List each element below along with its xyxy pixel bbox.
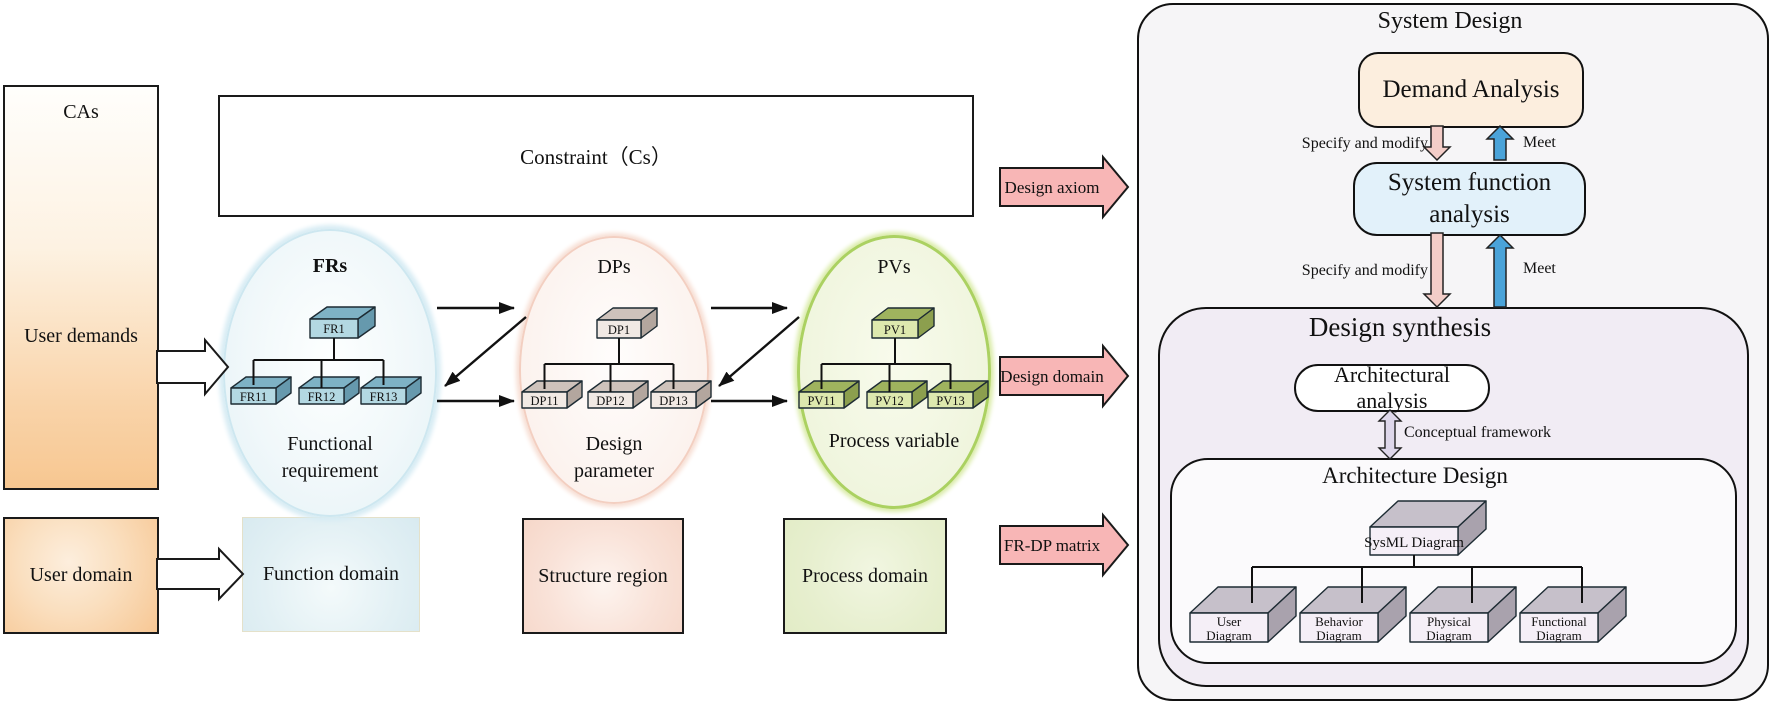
cas-box: CAs User demands: [3, 85, 159, 490]
process-domain-label: Process domain: [801, 564, 929, 587]
fr-dp-matrix-arrow: FR-DP matrix: [999, 512, 1130, 578]
system-design-title: System Design: [1377, 8, 1523, 34]
specify-and-modify-label-2: Specify and modify: [1301, 262, 1428, 279]
cas-to-fr-arrow: [156, 337, 230, 397]
specify-and-modify-label-1: Specify and modify: [1301, 135, 1428, 152]
cas-title: CAs: [63, 101, 99, 123]
function-domain-label: Function domain: [262, 563, 400, 585]
conceptual-framework-label: Conceptual framework: [1404, 424, 1552, 441]
architectural-analysis-pill: Architectural analysis: [1294, 362, 1490, 413]
fr-ellipse: FRs Functional requirement: [223, 229, 437, 517]
svg-text:Design axiom: Design axiom: [1005, 178, 1100, 197]
svg-text:FR-DP matrix: FR-DP matrix: [1004, 536, 1101, 555]
structure-region-label: Structure region: [538, 564, 668, 587]
dp-title: DPs: [597, 256, 631, 278]
pv-title: PVs: [877, 256, 911, 278]
meet-label-2: Meet: [1523, 260, 1556, 277]
process-domain-box: Process domain: [783, 518, 947, 634]
demand-analysis-box: Demand Analysis: [1358, 52, 1584, 128]
dp-ellipse: DPs Design parameter: [519, 236, 709, 504]
architecture-design-title: Architecture Design: [1322, 463, 1508, 488]
pv-caption: Process variable: [828, 430, 960, 452]
pv-ellipse: PVs Process variable: [797, 235, 991, 509]
user-domain-label: User domain: [29, 564, 133, 586]
meet-label-1: Meet: [1523, 134, 1556, 151]
design-axiom-arrow: Design axiom: [999, 154, 1130, 220]
structure-region-box: Structure region: [522, 518, 684, 634]
svg-text:Design domain: Design domain: [1000, 367, 1104, 386]
user-domain-box: User domain: [3, 517, 159, 634]
fr-title: FRs: [312, 255, 348, 277]
user-demands-label: User demands: [24, 325, 138, 347]
constraint-box: Constraint（Cs）: [218, 95, 974, 217]
dp-caption: Design parameter: [574, 433, 654, 482]
constraint-label: Constraint（Cs）: [520, 145, 672, 169]
function-domain-box: Function domain: [242, 517, 420, 632]
user-to-function-arrow: [156, 546, 245, 602]
dp-pv-zigzag-arrows: [711, 302, 800, 407]
fr-dp-zigzag-arrows: [437, 302, 527, 407]
design-synthesis-title: Design synthesis: [1308, 312, 1492, 342]
fr-caption: Functional requirement: [281, 433, 379, 482]
design-domain-arrow: Design domain: [999, 343, 1130, 409]
